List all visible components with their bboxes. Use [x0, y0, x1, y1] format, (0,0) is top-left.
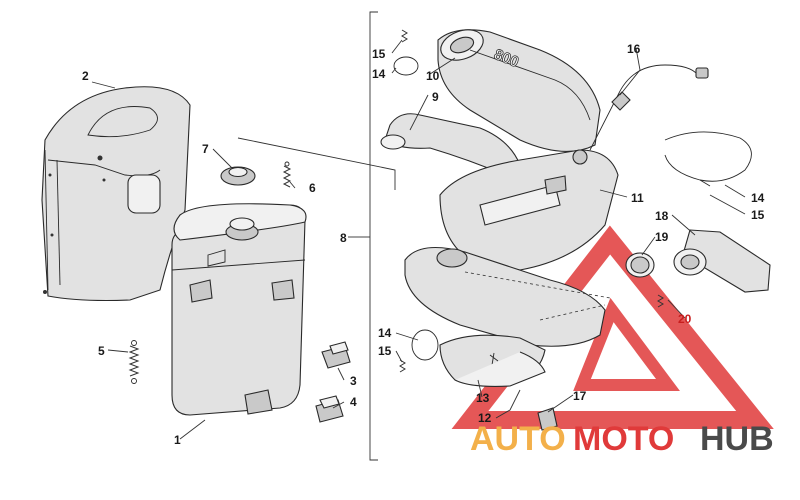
label-12: 12 — [478, 411, 492, 425]
muffler-part — [171, 203, 307, 416]
watermark-hub: HUB — [700, 420, 774, 458]
leader-lines — [91, 39, 746, 440]
watermark-moto: MOTO — [573, 420, 674, 458]
clamp-loop-part-14 — [664, 131, 752, 187]
spring-part-6 — [282, 161, 292, 188]
clip-part-17 — [537, 407, 558, 431]
clamp-part-14-lower — [411, 329, 439, 361]
label-18: 18 — [655, 209, 669, 223]
label-13: 13 — [476, 391, 490, 405]
rubber-mount-part-3 — [321, 341, 351, 369]
label-14-top: 14 — [372, 67, 386, 81]
label-2: 2 — [82, 69, 89, 83]
spring-part-15-top — [401, 29, 408, 43]
seal-ring-part-19 — [625, 252, 655, 278]
label-14-right: 14 — [751, 191, 765, 205]
label-17: 17 — [573, 389, 587, 403]
label-6: 6 — [309, 181, 316, 195]
upper-pipe-part-10: 800 — [437, 29, 601, 152]
label-15-right: 15 — [751, 208, 765, 222]
heat-shield-part — [41, 86, 191, 302]
label-11: 11 — [631, 191, 644, 205]
label-20: 20 — [678, 312, 692, 326]
label-15-lower: 15 — [378, 344, 392, 358]
label-9: 9 — [432, 90, 439, 104]
flange-part-18 — [673, 229, 771, 293]
clamp-part-14-top — [393, 56, 419, 76]
rubber-mount-part-4 — [315, 395, 344, 423]
label-7: 7 — [202, 142, 209, 156]
group-bracket-8 — [358, 11, 378, 461]
label-15-top: 15 — [372, 47, 386, 61]
watermark-text: AUTO MOTO HUB — [470, 420, 774, 458]
label-10: 10 — [426, 69, 440, 83]
callout-labels: 2 1 3 4 5 6 7 8 9 10 11 12 13 14 14 14 1… — [82, 42, 765, 447]
label-4: 4 — [350, 395, 357, 409]
spring-part-5 — [128, 340, 140, 384]
label-8: 8 — [340, 231, 347, 245]
spring-part-20 — [657, 294, 664, 308]
label-14-lower: 14 — [378, 326, 392, 340]
spring-part-15-lower — [399, 359, 406, 373]
label-3: 3 — [350, 374, 357, 388]
label-16: 16 — [627, 42, 641, 56]
label-19: 19 — [655, 230, 669, 244]
grommet-part — [220, 166, 256, 186]
lower-shield-part-12 — [454, 351, 546, 387]
watermark-auto: AUTO — [470, 420, 566, 458]
label-1: 1 — [174, 433, 181, 447]
o2-sensor-part-16 — [589, 64, 709, 151]
label-5: 5 — [98, 344, 105, 358]
main-shroud-part-11 — [439, 149, 619, 271]
